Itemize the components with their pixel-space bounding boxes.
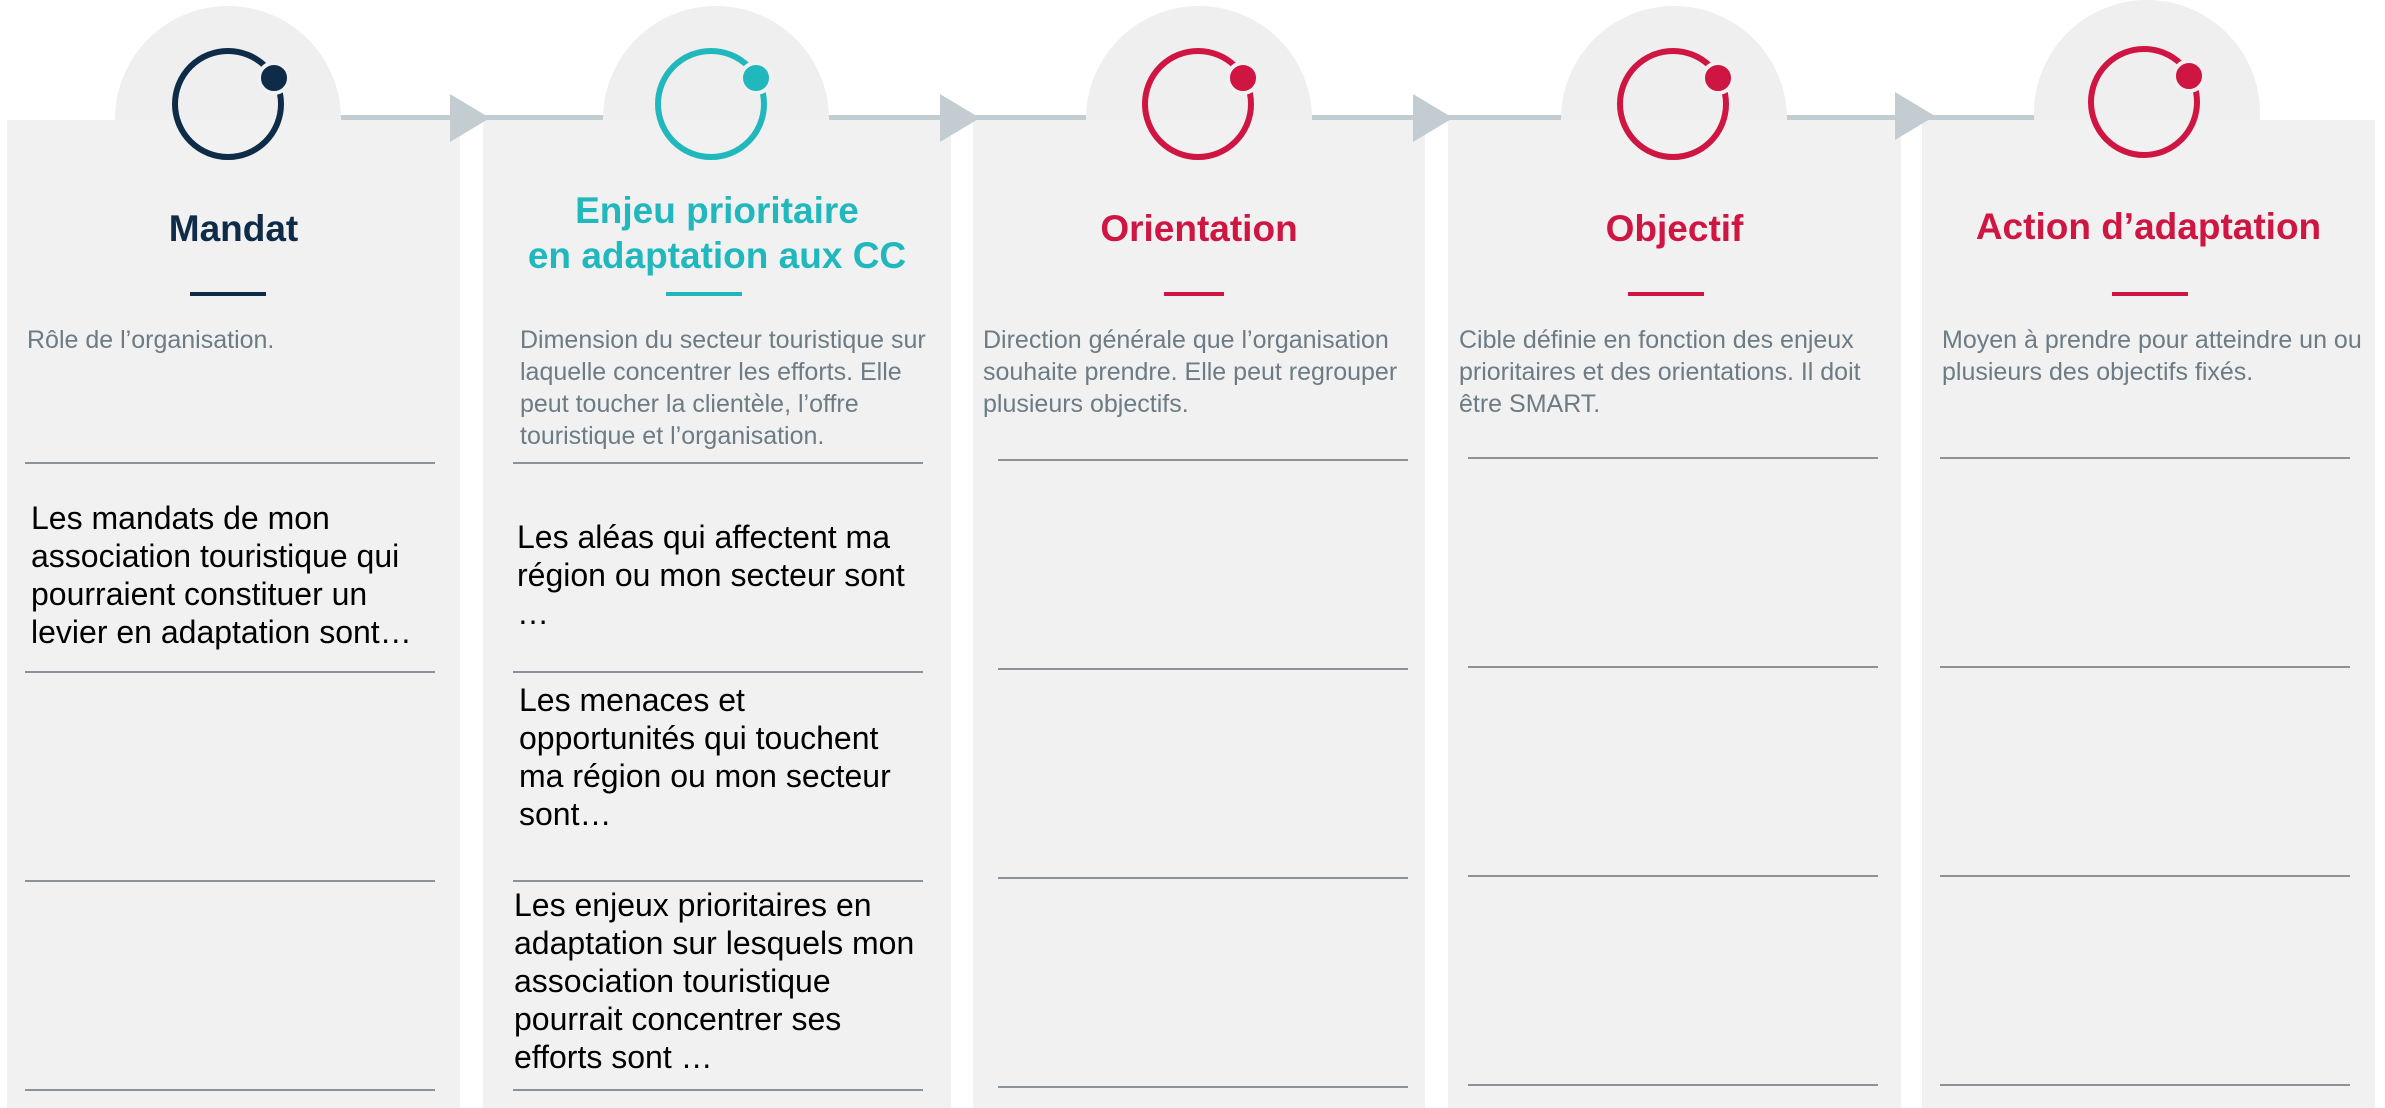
arrow-right-icon — [1413, 94, 1453, 142]
step-panel — [973, 120, 1425, 1108]
separator-line — [25, 462, 435, 464]
step-column-orientation: Orientation Direction générale que l’org… — [973, 0, 1425, 1108]
separator-line — [513, 880, 923, 882]
step-column-mandat: Mandat Rôle de l’organisation. Les manda… — [7, 0, 460, 1108]
circle-step-icon — [172, 48, 284, 160]
step-column-enjeu: Enjeu prioritaire en adaptation aux CC D… — [483, 0, 951, 1108]
separator-line — [1940, 1084, 2350, 1086]
separator-line — [1468, 457, 1878, 459]
separator-line — [1468, 1084, 1878, 1086]
separator-line — [513, 462, 923, 464]
step-title: Action d’adaptation — [1975, 206, 2322, 247]
separator-line — [1468, 875, 1878, 877]
circle-step-dot-icon — [2172, 59, 2206, 93]
arrow-right-icon — [1895, 92, 1935, 140]
separator-line — [25, 1089, 435, 1091]
arrow-right-icon — [450, 94, 490, 142]
step-description: Moyen à prendre pour atteindre un ou plu… — [1942, 326, 2362, 386]
separator-line — [998, 668, 1408, 670]
step-column-objectif: Objectif Cible définie en fonction des e… — [1448, 0, 1901, 1108]
circle-step-dot-icon — [257, 61, 291, 95]
circle-step-icon — [2088, 46, 2200, 158]
step-title: Objectif — [1605, 208, 1744, 249]
separator-line — [1468, 666, 1878, 668]
step-title: Enjeu prioritaire en adaptation aux CC — [527, 190, 907, 276]
step-column-action: Action d’adaptation Moyen à prendre pour… — [1922, 0, 2375, 1108]
step-title: Mandat — [168, 208, 299, 249]
circle-step-dot-icon — [1226, 61, 1260, 95]
separator-line — [513, 1089, 923, 1091]
separator-line — [513, 671, 923, 673]
circle-step-dot-icon — [739, 61, 773, 95]
circle-step-dot-icon — [1701, 61, 1735, 95]
prompt-text: Les mandats de mon association touristiq… — [31, 500, 412, 650]
step-panel — [1922, 120, 2375, 1108]
prompt-text: Les menaces et opportunités qui touchent… — [519, 682, 891, 832]
step-panel — [483, 120, 951, 1108]
separator-line — [1940, 666, 2350, 668]
title-underline — [666, 292, 742, 296]
separator-line — [1940, 457, 2350, 459]
title-underline — [1628, 292, 1704, 296]
separator-line — [25, 671, 435, 673]
separator-line — [998, 1086, 1408, 1088]
step-panel — [1448, 120, 1901, 1108]
separator-line — [1940, 875, 2350, 877]
title-underline — [2112, 292, 2188, 296]
step-description: Cible définie en fonction des enjeux pri… — [1459, 326, 1861, 418]
title-underline — [190, 292, 266, 296]
circle-step-icon — [1617, 48, 1729, 160]
arrow-right-icon — [940, 94, 980, 142]
step-panel — [7, 120, 460, 1108]
title-underline — [1164, 292, 1224, 296]
separator-line — [998, 877, 1408, 879]
circle-step-icon — [655, 48, 767, 160]
prompt-text: Les aléas qui affectent ma région ou mon… — [517, 519, 905, 631]
step-description: Direction générale que l’organisation so… — [983, 326, 1398, 418]
circle-step-icon — [1142, 48, 1254, 160]
step-description: Dimension du secteur touristique sur laq… — [520, 326, 926, 450]
step-description: Rôle de l’organisation. — [27, 326, 275, 354]
separator-line — [998, 459, 1408, 461]
prompt-text: Les enjeux prioritaires en adaptation su… — [514, 887, 915, 1075]
separator-line — [25, 880, 435, 882]
step-title: Orientation — [1100, 208, 1298, 249]
